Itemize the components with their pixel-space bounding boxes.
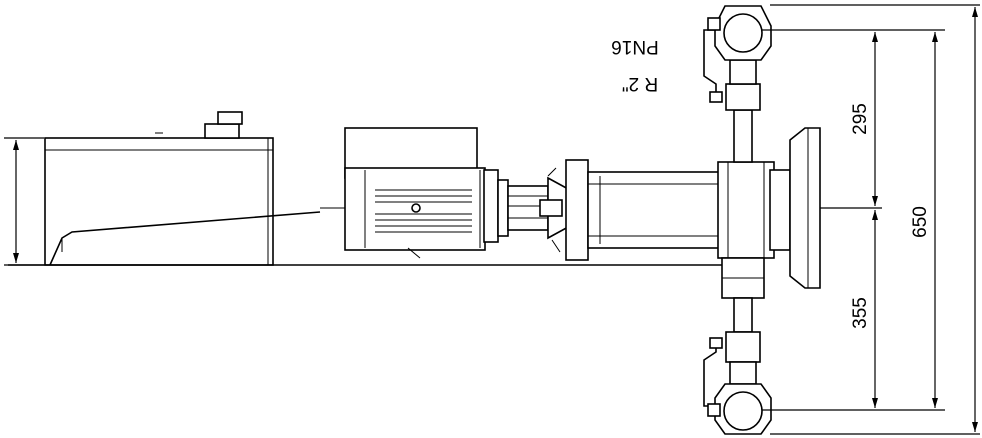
- dimension-total-span: 650: [910, 206, 931, 238]
- pump-head: [565, 127, 821, 289]
- coupling: [507, 167, 571, 253]
- thread-size-label: R 2": [622, 73, 658, 94]
- base-frame: [8, 111, 728, 266]
- motor: [344, 127, 509, 259]
- lower-piping: [703, 257, 772, 435]
- dimension-lower-offset: 355: [850, 297, 871, 329]
- pressure-rating-label: PN16: [611, 36, 659, 57]
- dimensions: [4, 4, 980, 435]
- dimension-upper-offset: 295: [850, 103, 871, 135]
- upper-piping: [703, 5, 772, 163]
